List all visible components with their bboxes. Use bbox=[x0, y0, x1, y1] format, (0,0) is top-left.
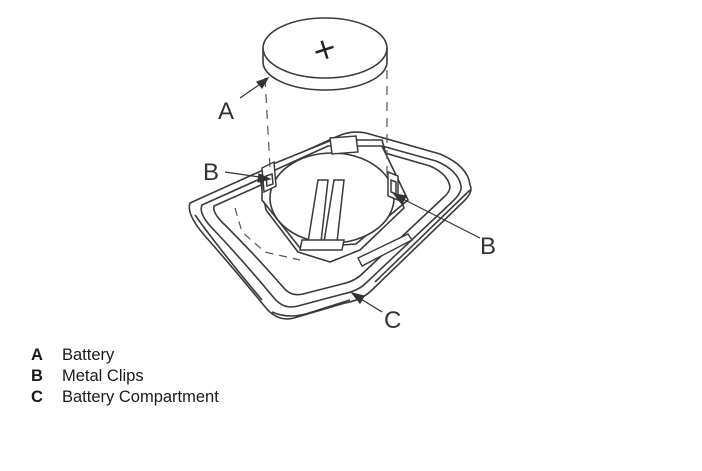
leader-lines bbox=[224, 76, 481, 313]
legend-key: A bbox=[31, 346, 43, 364]
callout-b-right: B bbox=[480, 233, 496, 260]
coin-battery bbox=[262, 17, 388, 91]
insertion-guide-lines bbox=[264, 70, 388, 176]
legend-row-battery-compartment: C Battery Compartment bbox=[31, 387, 219, 408]
callout-a: A bbox=[218, 98, 234, 125]
metal-clip-left bbox=[261, 160, 277, 194]
battery-top bbox=[262, 17, 388, 79]
compartment-dashed-outline bbox=[234, 207, 301, 261]
contact-base bbox=[299, 239, 345, 251]
leader-b-right bbox=[396, 195, 481, 239]
legend-row-metal-clips: B Metal Clips bbox=[31, 366, 219, 387]
guide-line-left bbox=[264, 77, 271, 169]
legend-label: Battery bbox=[62, 346, 115, 364]
callout-c: C bbox=[384, 307, 401, 334]
center-contact bbox=[299, 179, 345, 251]
housing-skirt bbox=[194, 189, 471, 317]
legend-label: Battery Compartment bbox=[62, 388, 219, 406]
legend: A Battery B Metal Clips C Battery Compar… bbox=[31, 345, 219, 408]
holder-rear-tab bbox=[329, 135, 359, 155]
legend-label: Metal Clips bbox=[62, 367, 144, 385]
compartment-slot bbox=[357, 233, 414, 267]
legend-key: B bbox=[31, 367, 43, 385]
metal-clip-right bbox=[387, 170, 399, 202]
legend-row-battery: A Battery bbox=[31, 345, 219, 366]
callout-b-left: B bbox=[203, 159, 219, 186]
legend-key: C bbox=[31, 388, 43, 406]
